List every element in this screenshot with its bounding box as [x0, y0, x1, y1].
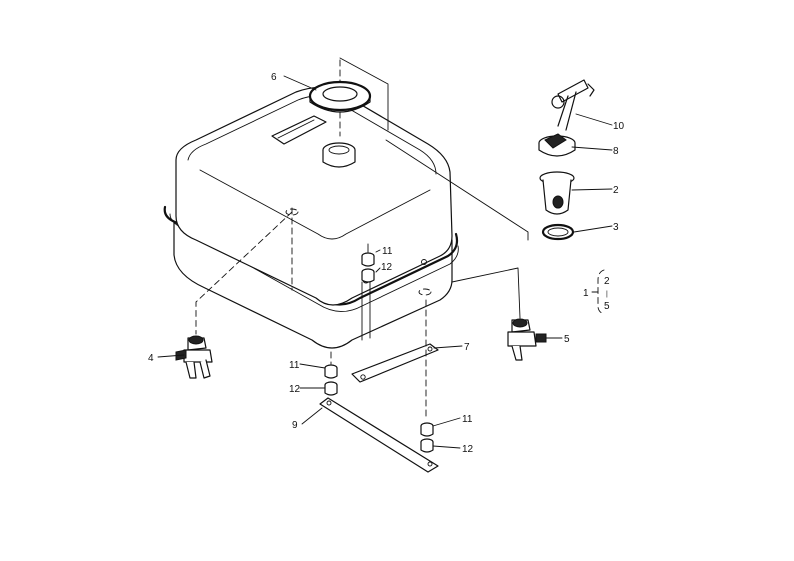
parts-11-12-upper: [361, 252, 375, 283]
part-1-group-bracket: [597, 269, 605, 315]
part-3-gasket: [541, 223, 575, 241]
leader-lines: [157, 75, 613, 449]
callout-4: 4: [148, 353, 154, 364]
callout-11-left: 11: [289, 360, 300, 371]
part-2-strainer: [539, 171, 575, 215]
callout-3: 3: [613, 222, 619, 233]
part-4-fuel-cock-left: [175, 335, 213, 379]
part-5-fuel-cock-right: [507, 318, 547, 361]
callout-11-upper: 11: [382, 246, 393, 257]
group-label-bottom: 5: [604, 301, 610, 312]
part-8-fuel-cap: [538, 133, 576, 157]
callout-6: 6: [271, 72, 277, 83]
callout-10: 10: [613, 121, 625, 132]
part-9-strap-lower: [319, 397, 439, 473]
callout-8: 8: [613, 146, 619, 157]
parts-11-12-left: [324, 364, 338, 396]
callout-12-upper: 12: [381, 262, 393, 273]
callout-11-right: 11: [462, 414, 473, 425]
callout-1: 1: [583, 288, 589, 299]
callout-9: 9: [292, 420, 298, 431]
callout-12-right: 12: [462, 444, 474, 455]
part-6-filler-ring: [308, 80, 372, 113]
callout-12-left: 12: [289, 384, 301, 395]
part-10-key: [551, 79, 595, 131]
parts-11-12-right: [420, 422, 434, 453]
callout-2: 2: [613, 185, 619, 196]
part-7-strap-upper: [351, 343, 439, 383]
group-label-top: 2: [604, 276, 610, 287]
callout-labels: 6 10 8 2 3 1 4 5 7 9 11 12 11 12 11 12 2…: [148, 72, 625, 455]
callout-7: 7: [464, 342, 470, 353]
callout-5: 5: [564, 334, 570, 345]
assembly-lines: [195, 57, 529, 421]
group-label-mid: |: [606, 291, 608, 298]
fuel-tank: [163, 86, 459, 349]
